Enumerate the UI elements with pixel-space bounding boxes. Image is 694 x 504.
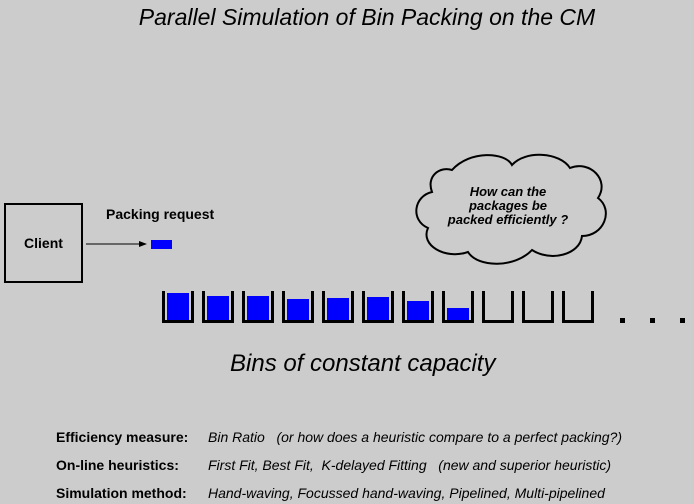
efficiency-label: Efficiency measure:: [56, 429, 189, 445]
request-package: [151, 240, 172, 249]
bin: [202, 291, 234, 323]
simulation-value: Hand-waving, Focussed hand-waving, Pipel…: [208, 485, 605, 501]
bin-fill: [447, 308, 469, 320]
bin-fill: [167, 293, 189, 320]
ellipsis-dot: [620, 318, 625, 323]
bin-fill: [247, 296, 269, 320]
bins-caption: Bins of constant capacity: [230, 350, 496, 377]
bin: [482, 291, 514, 323]
bin: [562, 291, 594, 323]
client-box: Client: [4, 203, 83, 283]
bin-fill: [287, 299, 309, 320]
heuristics-label: On-line heuristics:: [56, 457, 179, 473]
client-label: Client: [24, 235, 63, 251]
bin: [242, 291, 274, 323]
efficiency-value: Bin Ratio (or how does a heuristic compa…: [208, 429, 622, 445]
bin: [522, 291, 554, 323]
simulation-label: Simulation method:: [56, 485, 187, 501]
bin-fill: [367, 297, 389, 320]
ellipsis-dot: [650, 318, 655, 323]
bin-fill: [327, 298, 349, 320]
bin-fill: [207, 296, 229, 320]
heuristics-value: First Fit, Best Fit, K-delayed Fitting (…: [208, 457, 612, 473]
bin: [402, 291, 434, 323]
cloud-question: How can the packages be packed efficient…: [432, 185, 584, 227]
packing-request-label: Packing request: [106, 206, 215, 222]
bin: [162, 291, 194, 323]
page-title: Parallel Simulation of Bin Packing on th…: [138, 4, 596, 30]
cloud-line: packages be: [468, 198, 548, 213]
cloud-line: How can the: [469, 184, 547, 199]
bin-fill: [407, 301, 429, 320]
ellipsis-dot: [680, 318, 685, 323]
bin: [282, 291, 314, 323]
bin: [442, 291, 474, 323]
cloud-line: packed efficiently ?: [447, 212, 569, 227]
bin: [362, 291, 394, 323]
bin: [322, 291, 354, 323]
